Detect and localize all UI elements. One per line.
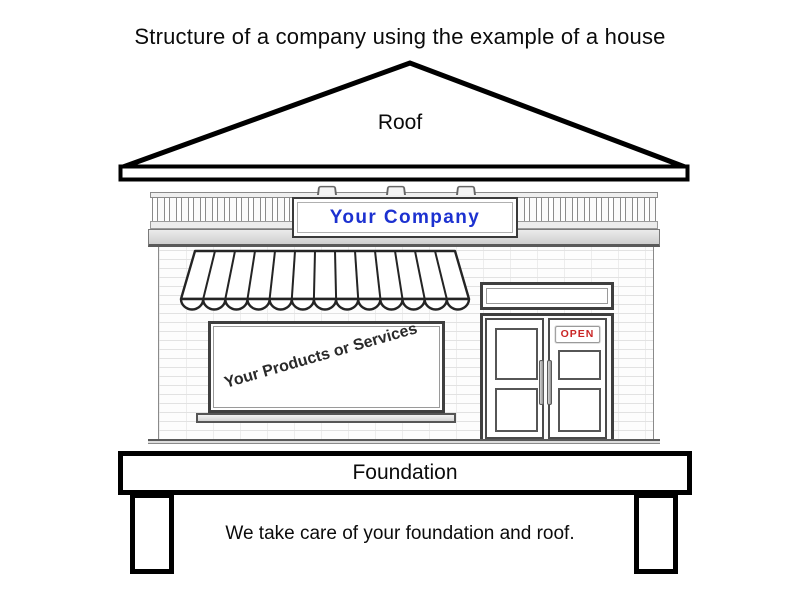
company-sign-label: Your Company	[329, 206, 481, 228]
foundation-leg-right	[634, 493, 678, 574]
transom-window	[480, 282, 614, 310]
tagline: We take care of your foundation and roof…	[225, 523, 575, 544]
door-handle-icon	[539, 360, 544, 405]
awning-icon	[179, 249, 471, 311]
door-handle-icon	[547, 360, 552, 405]
window-sill	[196, 413, 456, 423]
roof-vent-cap-icon	[317, 185, 337, 195]
roof-shape	[118, 60, 690, 182]
door-pane	[558, 350, 601, 380]
storefront-base	[148, 439, 660, 444]
awning-scallops	[179, 298, 471, 311]
storefront-illustration: Your Company Your Products or	[148, 185, 660, 444]
roof-vent-cap-icon	[456, 185, 476, 195]
page-title: Structure of a company using the example…	[134, 24, 666, 49]
door-pane	[495, 328, 538, 380]
foundation-label: Foundation	[352, 461, 458, 484]
door-pane	[495, 388, 538, 432]
door-frame: OPEN	[480, 313, 614, 439]
display-window: Your Products or Services	[208, 320, 445, 413]
foundation-leg-left	[130, 493, 174, 574]
roof-vent-cap-icon	[386, 185, 406, 195]
open-sign-label: OPEN	[560, 328, 595, 340]
door-left	[485, 318, 544, 439]
roof-eave-bar	[118, 164, 690, 182]
open-sign: OPEN	[554, 326, 601, 343]
door-pane	[558, 388, 601, 432]
roof-label: Roof	[377, 111, 423, 134]
display-window-label: Your Products or Services	[222, 320, 420, 392]
company-sign: Your Company	[292, 197, 518, 238]
door-right: OPEN	[548, 318, 607, 439]
foundation-bar: Foundation	[118, 451, 692, 495]
